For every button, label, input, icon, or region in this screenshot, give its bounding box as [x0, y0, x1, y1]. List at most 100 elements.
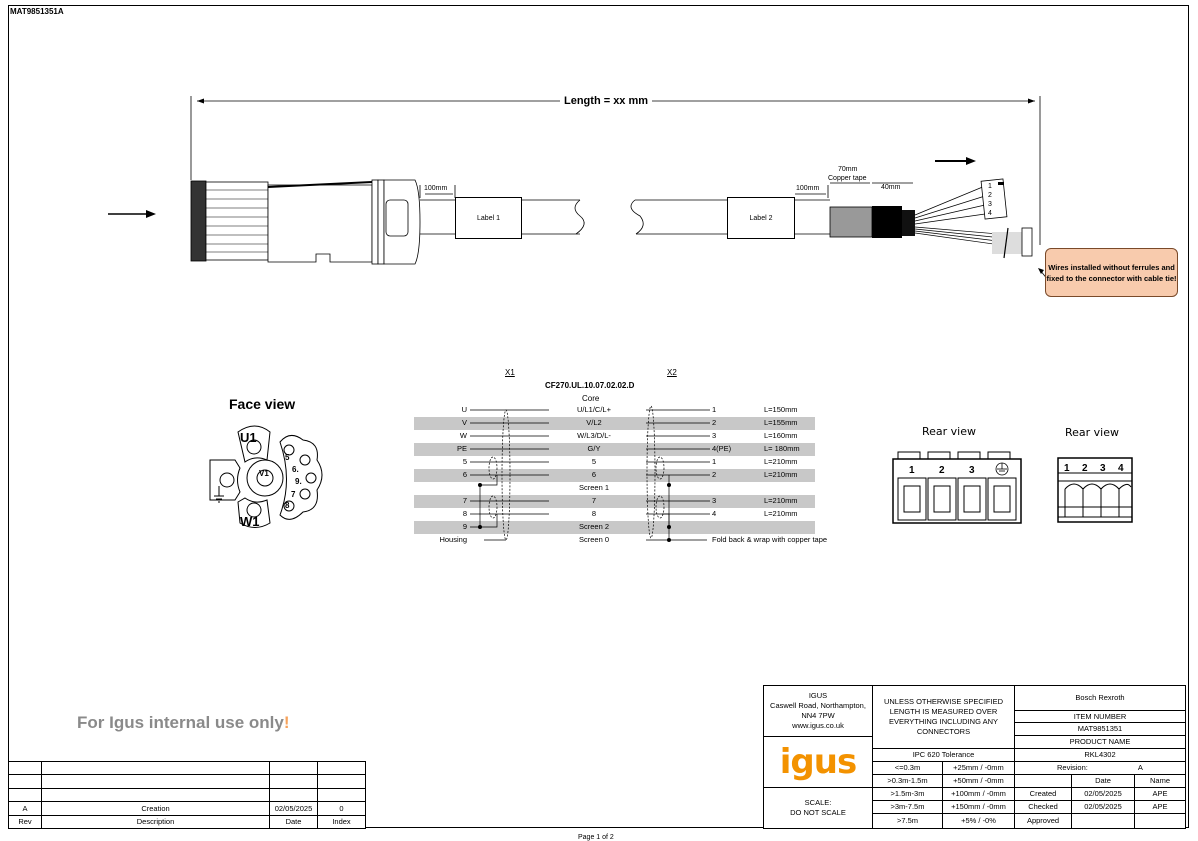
tolerance-range: >0.3m-1.5m	[872, 774, 943, 788]
copper-tape-length: 70mm	[838, 166, 858, 173]
scale-cell: SCALE: DO NOT SCALE	[763, 787, 873, 829]
address-line: NN4 7PW	[801, 711, 835, 720]
page-number: Page 1 of 2	[578, 834, 614, 841]
wire-length: L=150mm	[764, 405, 798, 414]
core-name: Screen 1	[578, 483, 610, 492]
item-number: MAT9851351	[1014, 722, 1186, 736]
created-date: 02/05/2025	[1071, 787, 1135, 801]
blank-cell	[1014, 774, 1072, 788]
pin-label: 1	[1064, 463, 1070, 474]
x1-label: X1	[505, 368, 515, 377]
x2-label: X2	[667, 368, 677, 377]
approved-date	[1071, 813, 1135, 829]
document-id: MAT9851351A	[10, 7, 64, 16]
rev-cell	[317, 788, 366, 802]
x1-pin: U	[461, 405, 467, 414]
x1-pin: W	[459, 431, 467, 440]
wire-length: L=210mm	[764, 496, 798, 505]
rev-cell	[317, 774, 366, 789]
label-2: Label 2	[727, 197, 795, 239]
pin-label: 2	[1082, 463, 1088, 474]
core-name: 8	[591, 509, 597, 518]
svg-text:3: 3	[988, 201, 992, 208]
rev-cell	[41, 788, 270, 802]
label-1: Label 1	[455, 197, 522, 239]
rev-cell	[269, 774, 318, 789]
wire-length: L=210mm	[764, 509, 798, 518]
tolerance-value: +5% / -0%	[942, 813, 1015, 829]
x2-pin: 3	[712, 496, 717, 505]
internal-use-text: For Igus internal use only!	[77, 713, 290, 732]
x2-pin: 4	[712, 509, 717, 518]
wire-length: L= 180mm	[764, 444, 800, 453]
pin-label: 1	[909, 465, 915, 476]
wire-installation-note: Wires installed without ferrules and fix…	[1045, 248, 1178, 297]
checked-label: Checked	[1014, 800, 1072, 814]
pin-label: 9.	[295, 477, 302, 486]
date-header: Date	[269, 815, 318, 829]
pin-label: 6.	[292, 465, 299, 474]
address-line: Caswell Road, Northampton,	[770, 701, 866, 710]
rear-view-title: Rear view	[1065, 426, 1120, 439]
wiring-row: 7 7 3 L=210mm	[414, 495, 815, 508]
pin-label: 2	[939, 465, 945, 476]
tolerance-range: >1.5m-3m	[872, 787, 943, 801]
company-address: IGUS Caswell Road, Northampton, NN4 7PW …	[763, 685, 873, 737]
arrow-right-icon	[108, 210, 156, 218]
pin-label: 7	[291, 490, 296, 499]
rev-cell	[41, 761, 270, 775]
revision-cell: Revision: A	[1014, 761, 1186, 775]
pin-label: 3	[1100, 463, 1106, 474]
rev-cell	[8, 761, 42, 775]
website: www.igus.co.uk	[792, 721, 844, 730]
x2-pin: 3	[712, 431, 717, 440]
x2-pin: 2	[712, 418, 717, 427]
core-name: V/L2	[586, 418, 602, 427]
core-name: U/L1/C/L+	[577, 405, 611, 414]
scale-label: SCALE:	[804, 798, 832, 807]
x2-pin: 1	[712, 405, 717, 414]
pin-label: V1	[259, 469, 269, 478]
rev-cell	[317, 761, 366, 775]
approved-label: Approved	[1014, 813, 1072, 829]
x2-pin: Fold back & wrap with copper tape	[712, 535, 828, 544]
rear-view-connector-1: 1 2 3	[892, 451, 1022, 524]
product-name: RKL4302	[1014, 748, 1186, 762]
date-header: Date	[1071, 774, 1135, 788]
exclamation-mark: !	[283, 713, 290, 732]
core-name: 6	[591, 470, 597, 479]
rev-cell	[269, 788, 318, 802]
pin-label: 5	[285, 453, 290, 462]
core-name: W/L3/D/L-	[577, 431, 611, 440]
revision-value: A	[1137, 763, 1143, 772]
copper-tape-caption: Copper tape	[828, 175, 867, 182]
face-view-drawing: U1 V1 W1 5 6. 9. 7 8	[209, 425, 323, 529]
length-dimension-label: Length = xx mm	[560, 95, 653, 107]
svg-text:1: 1	[988, 183, 992, 190]
dimension-label: 100mm	[796, 185, 820, 192]
connector-x1-drawing	[190, 179, 421, 265]
tolerance-value: +50mm / -0mm	[942, 774, 1015, 788]
cable-type: CF270.UL.10.07.02.02.D	[545, 381, 635, 390]
core-name: 7	[591, 496, 597, 505]
svg-text:2: 2	[988, 192, 992, 199]
igus-logo: igus	[763, 736, 873, 788]
revision-label: Revision:	[1057, 763, 1088, 772]
name-header: Name	[1134, 774, 1186, 788]
x1-pin: 7	[462, 496, 467, 505]
face-view-title: Face view	[229, 396, 296, 412]
rev-header: Rev	[8, 815, 42, 829]
pin-label: U1	[240, 430, 257, 445]
x1-pin: Housing	[439, 535, 467, 544]
tolerance-value: +150mm / -0mm	[942, 800, 1015, 814]
tolerance-range: >3m-7.5m	[872, 800, 943, 814]
pin-label: W1	[240, 514, 260, 529]
x1-pin: PE	[456, 444, 467, 453]
wire-length: L=210mm	[764, 470, 798, 479]
